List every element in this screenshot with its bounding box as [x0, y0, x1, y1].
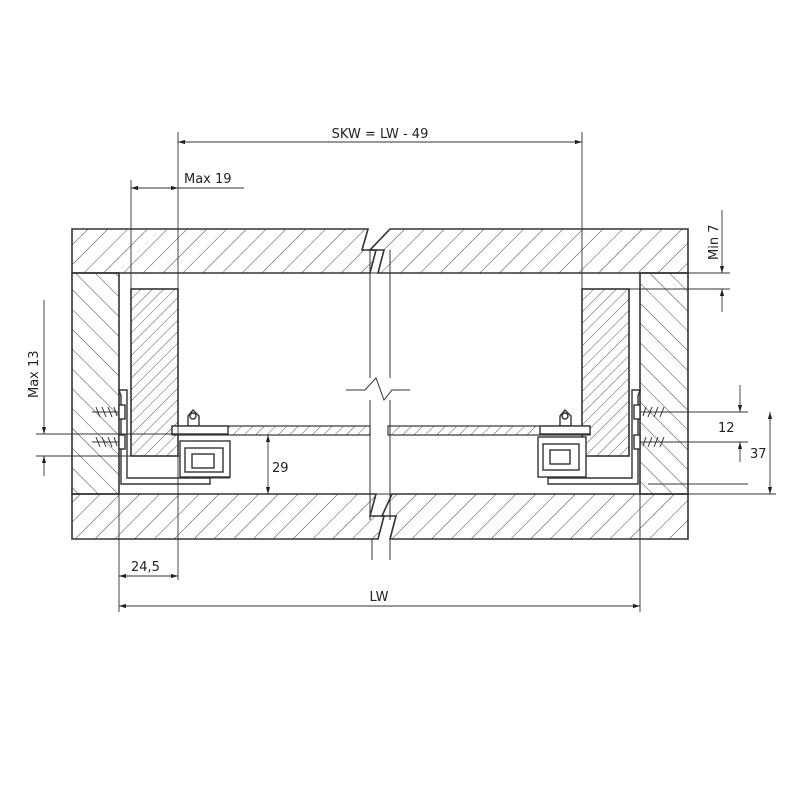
- label-29: 29: [272, 461, 289, 476]
- label-37: 37: [750, 447, 767, 462]
- dimension-12: 12: [660, 385, 748, 462]
- drawer-left-side: [130, 288, 179, 457]
- label-lw: LW: [370, 590, 389, 605]
- cabinet-bottom-board: [71, 493, 689, 540]
- dimension-max13: Max 13: [27, 300, 180, 476]
- label-24-5: 24,5: [131, 560, 160, 575]
- left-slide-runner: [118, 389, 231, 485]
- cabinet-inner-outline: [118, 272, 641, 495]
- cabinet-right-side: [639, 272, 689, 495]
- label-max19: Max 19: [184, 172, 232, 187]
- dimension-min7: Min 7: [629, 210, 730, 312]
- dimension-24-5: 24,5: [118, 456, 179, 612]
- dimension-skw: SKW = LW - 49: [177, 127, 583, 456]
- label-min7: Min 7: [707, 225, 722, 260]
- label-skw: SKW = LW - 49: [332, 127, 429, 142]
- dimension-max19: Max 19: [130, 172, 244, 289]
- break-line: [346, 250, 410, 560]
- cabinet-top-board: [71, 228, 689, 274]
- dimension-37: 37: [640, 412, 776, 495]
- cabinet-left-side: [71, 272, 120, 495]
- drawer-bottom-panel: [171, 425, 591, 436]
- label-max13: Max 13: [27, 350, 42, 398]
- dimension-29: 29: [265, 435, 289, 494]
- dimension-lw: LW: [119, 494, 641, 612]
- label-12: 12: [718, 421, 735, 436]
- left-screws: [92, 404, 126, 450]
